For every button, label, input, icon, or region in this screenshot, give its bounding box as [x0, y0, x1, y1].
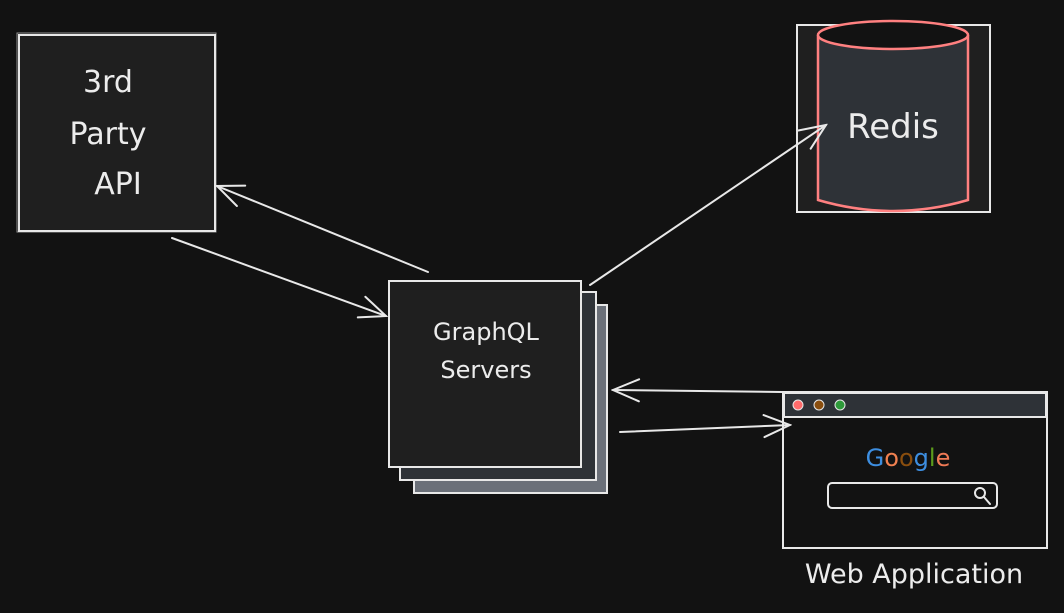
arrow-web-app-to-graphql[interactable] — [613, 390, 783, 392]
google-logo-letter: e — [936, 444, 951, 472]
minimize-dot-icon[interactable] — [813, 399, 825, 411]
third-party-label-2: Party — [70, 117, 147, 152]
third-party-label-3: API — [94, 167, 141, 202]
search-input[interactable] — [827, 482, 998, 509]
web-application-label: Web Application — [805, 559, 1023, 590]
graphql-label-1: GraphQL — [433, 318, 540, 346]
google-logo-letter: G — [866, 444, 885, 472]
arrow-graphql-to-web-app[interactable] — [619, 425, 790, 432]
arrow-graphql-to-third-party[interactable] — [217, 186, 429, 273]
google-logo: Google — [866, 444, 951, 472]
google-logo-letter: l — [929, 444, 936, 472]
google-logo-letter: o — [899, 444, 914, 472]
web-application-window[interactable]: Google Web Application — [782, 391, 1048, 590]
arrow-graphql-to-redis[interactable] — [589, 125, 826, 286]
redis-node[interactable]: Redis — [796, 19, 991, 213]
third-party-api-box[interactable]: 3rd Party API — [16, 32, 217, 233]
graphql-label-2: Servers — [440, 356, 531, 384]
window-titlebar — [783, 392, 1047, 418]
graphql-servers-stack[interactable]: GraphQL Servers — [388, 280, 608, 494]
magnifier-icon[interactable] — [974, 487, 991, 505]
google-logo-letter: g — [914, 444, 929, 472]
redis-cylinder — [816, 35, 970, 213]
third-party-label-1: 3rd — [83, 65, 133, 100]
close-dot-icon[interactable] — [792, 399, 804, 411]
maximize-dot-icon[interactable] — [834, 399, 846, 411]
redis-label: Redis — [847, 107, 939, 147]
arrow-third-party-to-graphql[interactable] — [171, 237, 386, 316]
google-logo-letter: o — [884, 444, 899, 472]
